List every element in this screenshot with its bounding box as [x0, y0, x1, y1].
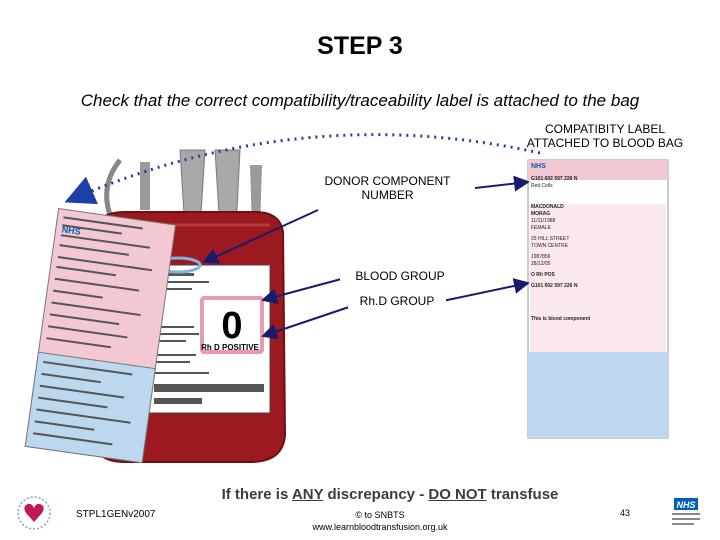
- transfuse-warning: If there is ANY discrepancy - DO NOT tra…: [150, 486, 630, 503]
- slide-subtitle: Check that the correct compatibility/tra…: [80, 91, 640, 110]
- arrow-donor-number-left: [202, 209, 319, 264]
- label-card-address-2: TOWN CENTRE: [531, 243, 569, 249]
- label-card-surname: MACDONALD: [531, 204, 564, 210]
- callout-compat-label: COMPATIBITY LABEL ATTACHED TO BLOOD BAG: [520, 122, 690, 150]
- arrow-rhd-left: [261, 304, 356, 340]
- label-card-patient-id: 1987856: [531, 254, 551, 260]
- footer-code: STPL1GENv2007: [76, 509, 156, 520]
- slide-title: STEP 3: [317, 32, 403, 60]
- blood-group-label: BLOOD GROUP: [340, 269, 460, 283]
- arrow-rhd-group: [437, 278, 530, 303]
- snbts-logo: [17, 496, 51, 530]
- label-card-date-req: 28/12/05: [531, 261, 551, 267]
- footer-url[interactable]: www.learnbloodtransfusion.org.uk: [312, 522, 448, 532]
- label-card-forename: MORAG: [531, 211, 551, 217]
- donor-number-label: DONOR COMPONENT NUMBER: [300, 174, 475, 202]
- label-card-dob: 11/11/1988: [531, 218, 556, 224]
- donor-number-line-2: NUMBER: [361, 188, 414, 202]
- bag-rhd-text: Rh D POSITIVE: [201, 343, 259, 352]
- callout-line-2: ATTACHED TO BLOOD BAG: [526, 136, 684, 150]
- label-card-gender: FEMALE: [531, 225, 552, 231]
- label-card-donation-no-2: G101 602 597 226 N: [531, 283, 578, 289]
- footer-copyright: © to SNBTS www.learnbloodtransfusion.org…: [260, 509, 500, 533]
- dotted-arrow: [64, 133, 541, 205]
- arrow-blood-group: [261, 277, 346, 305]
- footer-copyright-text: © to SNBTS: [355, 510, 405, 520]
- donor-number-line-1: DONOR COMPONENT: [324, 174, 451, 188]
- label-card-graphic: [527, 159, 669, 439]
- page-number: 43: [620, 508, 631, 518]
- label-card-blood-group: O Rh POS: [531, 272, 555, 278]
- nhs-scotland-logo: NHS: [672, 498, 700, 525]
- bag-blood-group: 0: [221, 305, 242, 347]
- warning-do-not: DO NOT: [428, 486, 487, 503]
- label-card-check-text: This is blood component: [531, 316, 591, 322]
- warning-any: ANY: [291, 486, 324, 503]
- label-card-address-1: 25 HILL STREET: [531, 236, 570, 242]
- warning-post: transfuse: [486, 486, 559, 503]
- warning-mid: discrepancy -: [323, 486, 429, 503]
- attached-label-nhs-logo: NHS: [61, 224, 81, 237]
- label-card-nhs-logo: NHS: [531, 163, 546, 170]
- warning-pre: If there is: [221, 486, 292, 503]
- label-card-donation-no: G101 602 597 226 N: [531, 176, 578, 182]
- svg-text:NHS: NHS: [676, 500, 695, 510]
- label-card: NHS G101 602 597 226 N Red Cells MACDONA…: [531, 163, 665, 435]
- rhd-group-label: Rh.D GROUP: [348, 294, 446, 308]
- callout-line-1: COMPATIBITY LABEL: [544, 122, 666, 136]
- attached-label: NHS: [24, 208, 177, 464]
- label-card-component: Red Cells: [531, 183, 553, 189]
